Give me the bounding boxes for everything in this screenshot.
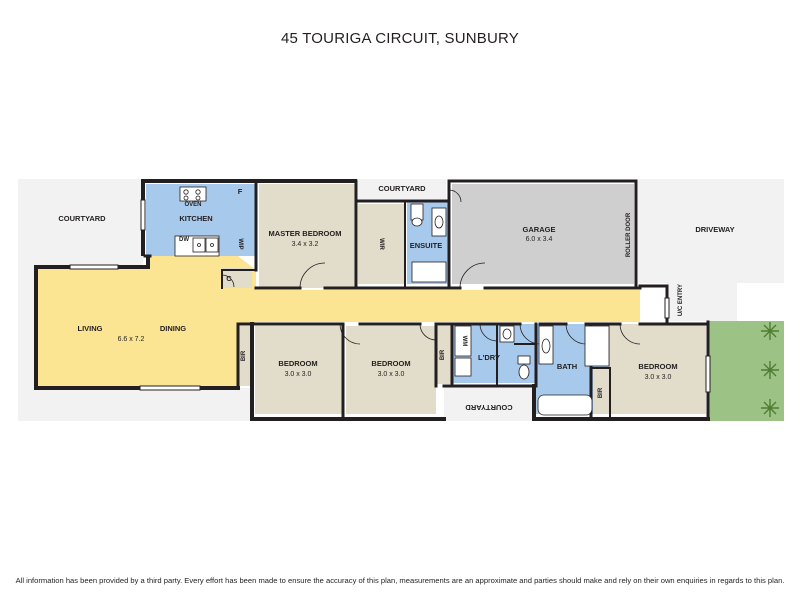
- bedroom-3-bir-floor: [593, 368, 609, 414]
- garage-size: 6.0 x 3.4: [526, 236, 553, 243]
- courtyard-bottom-area: [444, 386, 534, 421]
- bedroom-2-bir-label: BIR: [440, 349, 446, 360]
- courtyard-left-label: COURTYARD: [58, 214, 106, 223]
- wir-floor: [358, 204, 404, 284]
- garage-floor: [452, 184, 634, 284]
- garden-shrubs: [761, 322, 779, 417]
- oven-label: OVEN: [184, 202, 201, 208]
- plan-title: 45 TOURIGA CIRCUIT, SUNBURY: [281, 30, 519, 47]
- windows: [69, 199, 711, 393]
- dw-label: DW: [179, 237, 189, 243]
- wir-label: WIR: [378, 238, 384, 250]
- courtyard-bottom-label: COURTYARD: [465, 403, 513, 412]
- driveway-area: [638, 179, 784, 283]
- fridge-label: F: [238, 187, 243, 196]
- living-size: 6.6 x 7.2: [118, 336, 145, 343]
- cupboard-label: C: [226, 274, 232, 283]
- bedroom-1-floor: [255, 326, 343, 414]
- dining-label: DINING: [160, 324, 186, 333]
- wip-label: WIP: [237, 238, 243, 249]
- door-swings: [221, 189, 641, 345]
- disclaimer: All information has been provided by a t…: [15, 576, 785, 585]
- garage-label: GARAGE: [523, 225, 556, 234]
- bathroom-fixtures: [410, 203, 610, 416]
- courtyard-left-area: [18, 179, 143, 269]
- outdoor-strip-left: [18, 269, 36, 421]
- roller-door-floor: [620, 192, 634, 280]
- entry-area: [667, 283, 737, 321]
- roller-door-label: ROLLER DOOR: [626, 212, 632, 257]
- bedroom-3-size: 3.0 x 3.0: [645, 374, 672, 381]
- kitchen-fixtures: [174, 186, 220, 257]
- courtyard-top-label: COURTYARD: [378, 184, 426, 193]
- outdoor-strip-bottom: [36, 388, 250, 421]
- bedroom-3-label: BEDROOM: [638, 362, 677, 371]
- bedroom-3-floor: [610, 324, 706, 414]
- cupboard-floor: [222, 268, 252, 288]
- walls: [34, 179, 710, 421]
- driveway-label: DRIVEWAY: [695, 225, 734, 234]
- bath-label: BATH: [557, 362, 577, 371]
- courtyard-top-area: [358, 179, 446, 199]
- bedroom-2-size: 3.0 x 3.0: [378, 371, 405, 378]
- bedroom-3-bir-label: BIR: [598, 387, 604, 398]
- ensuite-label: ENSUITE: [410, 241, 443, 250]
- living-label: LIVING: [77, 324, 102, 333]
- master-bedroom-label: MASTER BEDROOM: [269, 229, 342, 238]
- bedroom-2-label: BEDROOM: [371, 359, 410, 368]
- laundry-label: L'DRY: [478, 353, 500, 362]
- bedroom-1-bir-label: BIR: [241, 350, 247, 361]
- bedroom-2-bir-floor: [437, 326, 451, 384]
- living-dining-floor: [38, 256, 640, 386]
- uc-entry-label: U/C ENTRY: [678, 284, 684, 316]
- master-bedroom-size: 3.4 x 3.2: [292, 241, 319, 248]
- kitchen-label: KITCHEN: [179, 214, 212, 223]
- bedroom-1-label: BEDROOM: [278, 359, 317, 368]
- bedroom-1-size: 3.0 x 3.0: [285, 371, 312, 378]
- bedroom-2-floor: [346, 326, 436, 414]
- wm-label: WM: [461, 336, 467, 347]
